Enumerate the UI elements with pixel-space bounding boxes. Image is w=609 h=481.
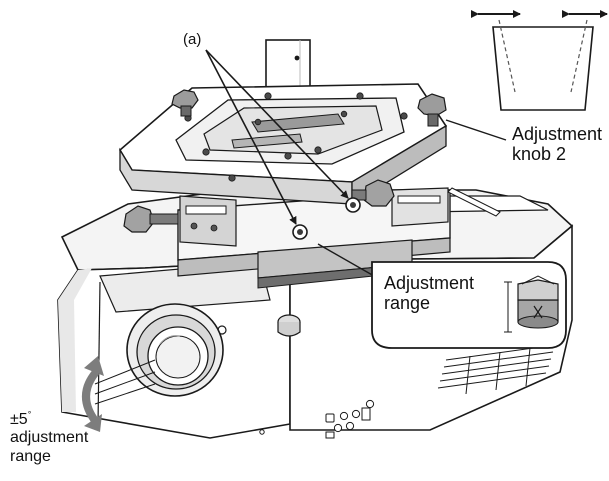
projector-lens bbox=[94, 303, 224, 405]
upper-mount-plate bbox=[118, 83, 448, 206]
callout-a-label: (a) bbox=[183, 31, 202, 48]
screw-a-icon bbox=[292, 197, 361, 240]
tilt-arrow-icon bbox=[82, 356, 104, 432]
adjustment-knob-2-label-line-2: knob 2 bbox=[512, 144, 567, 165]
adjustment-knob-2 bbox=[417, 93, 447, 127]
adjustment-bolt-icon bbox=[504, 275, 559, 333]
lower-bracket bbox=[177, 187, 501, 289]
adjustment-range-callout bbox=[371, 261, 567, 349]
adjustment-range-label-line-1: Adjustment bbox=[384, 273, 475, 293]
knob-side-left bbox=[123, 205, 179, 233]
adjustment-range-label: Adjustment range bbox=[384, 273, 474, 313]
adjustment-knob-icon bbox=[123, 89, 447, 233]
control-panel-buttons bbox=[325, 399, 375, 439]
tilt-range-unit: ° bbox=[27, 409, 32, 420]
knob-rear-left bbox=[171, 89, 199, 117]
knob-side-right bbox=[351, 179, 395, 207]
adjustment-range-label-line-2: range bbox=[384, 293, 431, 314]
tilt-range-number: ±5 bbox=[10, 411, 28, 428]
tilt-range-value: ±5° bbox=[10, 409, 88, 429]
tilt-range-line-2: range bbox=[10, 447, 51, 465]
adjustment-knob-2-label-line-1: Adjustment bbox=[512, 124, 603, 144]
keystone-inset-icon bbox=[471, 10, 608, 111]
adjustment-knob-2-label: Adjustment knob 2 bbox=[512, 124, 602, 164]
leader-lines bbox=[205, 49, 507, 293]
tilt-range-label: ±5° adjustment range bbox=[10, 409, 89, 466]
tilt-range-line-1: adjustment bbox=[10, 429, 89, 447]
